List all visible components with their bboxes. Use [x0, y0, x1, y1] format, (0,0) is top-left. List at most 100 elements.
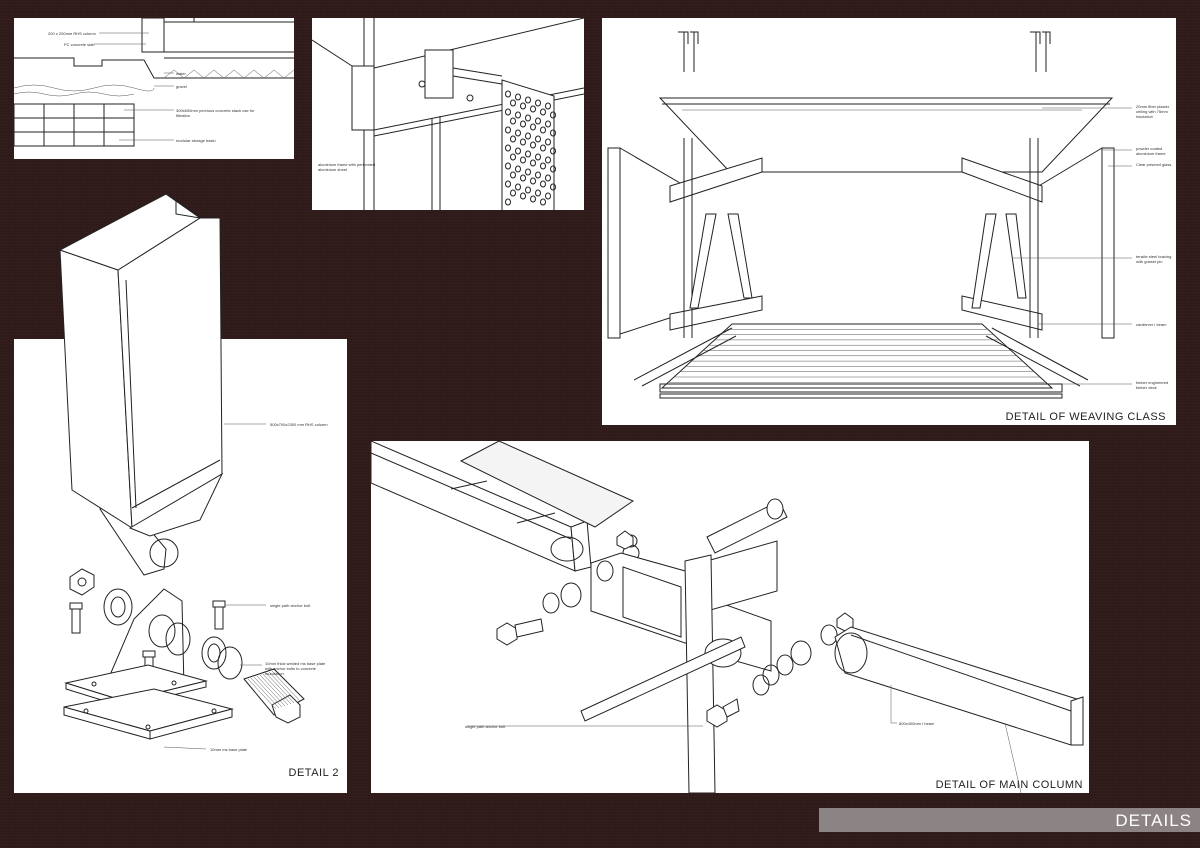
perforation-hole [525, 114, 531, 122]
annotation-welded-plate: 10mm thick welded ms base plate with anc… [265, 661, 326, 676]
perforation-hole [550, 183, 556, 191]
bolt-thread-line [253, 676, 283, 708]
main-column-panel: single path anchor bolt 800x400mm I beam… [371, 441, 1089, 793]
bolt-thread-line [256, 675, 286, 707]
page-title: DETAILS [1115, 811, 1192, 830]
annotation-aluminium-frame: powder coated aluminium frame [1136, 146, 1166, 156]
annotation-ceiling: 20mm fiber plaster ceiling with 75mm ins… [1136, 104, 1170, 119]
perforation-hole [520, 192, 526, 200]
perforation-hole [540, 144, 546, 152]
annotation-water: water [176, 71, 186, 76]
perforation-hole [535, 135, 541, 143]
detail-2-drawing [63, 423, 305, 750]
perforation-hole [545, 192, 551, 200]
bolt-thread-line [250, 677, 280, 709]
perforation-hole [515, 147, 521, 155]
annotation-i-beam: 800x400mm I beam [899, 721, 935, 726]
annotation-bracing: tensile steel bracing with gusset pin [1136, 254, 1172, 264]
detail-2-column-drawing [58, 193, 224, 537]
perforation-hole [510, 171, 516, 179]
perforation-hole [530, 195, 536, 203]
annotation-concrete-slab: PC concrete slab [64, 42, 95, 47]
perforation-hole [505, 90, 511, 98]
perforation-hole [535, 117, 541, 125]
perforation-hole [530, 177, 536, 185]
perforation-hole [550, 111, 556, 119]
perforation-hole [550, 129, 556, 137]
bolt-thread-line [259, 674, 289, 706]
annotation-cantilever-beam: cantilever I beam [1136, 322, 1167, 327]
perforation-hole [510, 189, 516, 197]
annotation-main-anchor-bolt: single path anchor bolt [465, 724, 506, 729]
annotation-rhs-column-500: 500x700x2300 mm RHS column [270, 422, 328, 427]
cladding-detail-drawing [312, 18, 584, 210]
perforation-hole [505, 126, 511, 134]
perforation-hole [525, 96, 531, 104]
perforation-hole [525, 150, 531, 158]
annotation-pervious-concrete: 300x600mm pervious concrete stack use fo… [176, 108, 255, 118]
perforation-hole [515, 129, 521, 137]
perforation-hole [515, 165, 521, 173]
perforation-hole [520, 174, 526, 182]
perforation-hole [525, 132, 531, 140]
perforation-hole [540, 108, 546, 116]
perforation-hole [505, 180, 511, 188]
perforation-hole [545, 138, 551, 146]
perforation-hole [520, 120, 526, 128]
weaving-class-caption: DETAIL OF WEAVING CLASS [1005, 411, 1166, 423]
perforation-hole [540, 198, 546, 206]
annotation-glass: Clear prismed glass [1136, 162, 1172, 167]
foundation-section-drawing [14, 18, 294, 147]
perforation-hole [520, 156, 526, 164]
perforation-hole [515, 111, 521, 119]
perforation-hole [505, 162, 511, 170]
perforation-hole [505, 198, 511, 206]
annotation-anchor-bolt: single path anchor bolt [270, 603, 311, 608]
perforation-hole [545, 174, 551, 182]
annotation-gravel: gravel [176, 84, 187, 89]
bolt-thread-line [247, 678, 277, 710]
perforation-hole [510, 117, 516, 125]
perforation-hole [545, 156, 551, 164]
perforation-hole [540, 126, 546, 134]
weaving-class-drawing [607, 31, 1132, 399]
perforation-hole [510, 135, 516, 143]
perforation-hole [535, 99, 541, 107]
perforation-hole [520, 138, 526, 146]
bolt-thread-line [271, 670, 301, 702]
weaving-class-panel: 20mm fiber plaster ceiling with 75mm ins… [602, 18, 1176, 425]
perforation-hole [530, 159, 536, 167]
perforation-hole [515, 183, 521, 191]
perforation-hole [550, 165, 556, 173]
perforation-hole [535, 153, 541, 161]
perforation-hole [545, 120, 551, 128]
annotation-timber-deck: timber engineered timber deck [1136, 380, 1169, 390]
perforation-hole [535, 189, 541, 197]
perforation-hole [540, 162, 546, 170]
perforation-hole [520, 102, 526, 110]
perforation-hole [530, 141, 536, 149]
perforation-hole [530, 105, 536, 113]
main-column-drawing [371, 441, 1084, 793]
cladding-detail-panel: aluminium frame with perforated aluminiu… [312, 18, 584, 210]
bolt-thread-line [262, 673, 292, 705]
annotation-storage-basin: modular storage basin [176, 138, 216, 143]
annotation-rhs-column: 200 x 200mm RHS column [48, 31, 96, 36]
perforation-hole [525, 168, 531, 176]
perforation-hole [550, 147, 556, 155]
perforation-hole [535, 171, 541, 179]
detail-2-caption: DETAIL 2 [288, 767, 339, 779]
perforation-hole [515, 93, 521, 101]
details-title-bar: DETAILS [819, 808, 1200, 832]
perforation-hole [545, 102, 551, 110]
foundation-section-panel: 200 x 200mm RHS column PC concrete slab … [14, 18, 294, 159]
bolt-thread-line [268, 671, 298, 703]
perforation-hole [510, 153, 516, 161]
perforation-hole [530, 123, 536, 131]
perforation-hole [505, 108, 511, 116]
perforation-hole [505, 144, 511, 152]
perforation-hole [540, 180, 546, 188]
main-column-caption: DETAIL OF MAIN COLUMN [935, 779, 1083, 791]
annotation-ms-base-plate: 10mm ms base plate [210, 747, 248, 752]
perforation-hole [525, 186, 531, 194]
